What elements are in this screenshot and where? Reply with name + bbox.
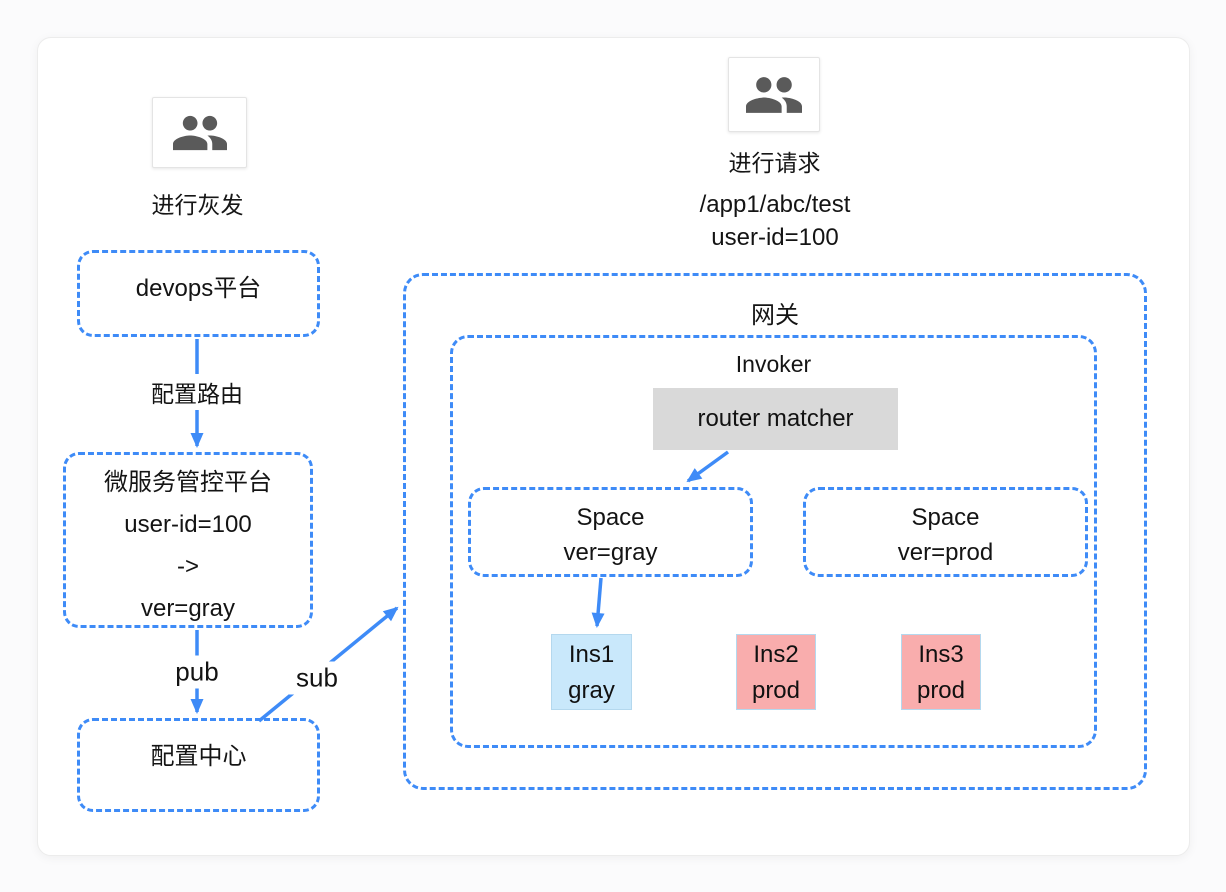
node-space-gray-title: Space [576, 504, 645, 531]
node-invoker: Invoker [450, 335, 1097, 748]
node-gateway-label: 网关 [751, 302, 799, 329]
node-instance-1-gray: Ins1 gray [551, 634, 632, 710]
edge-label-sub: sub [289, 661, 345, 695]
node-instance-2-prod: Ins2 prod [736, 634, 816, 710]
publisher-actor-card [152, 97, 247, 168]
node-instance-3-version: prod [916, 677, 966, 704]
node-router-matcher-label: router matcher [697, 405, 854, 432]
route-rule-target: ver=gray [140, 595, 236, 622]
request-path: /app1/abc/test [699, 191, 851, 218]
node-microservice-platform: 微服务管控平台 user-id=100 -> ver=gray [63, 452, 313, 628]
node-instance-3-name: Ins3 [918, 641, 964, 668]
node-microservice-platform-title: 微服务管控平台 [104, 469, 272, 496]
people-icon [172, 106, 227, 160]
node-instance-2-name: Ins2 [753, 641, 799, 668]
node-gateway: 网关 [403, 273, 1147, 790]
people-icon [746, 67, 802, 123]
request-user-id: user-id=100 [711, 224, 839, 251]
node-devops-platform-label: devops平台 [135, 275, 262, 302]
node-instance-1-version: gray [568, 677, 615, 704]
node-space-prod: Space ver=prod [803, 487, 1088, 577]
route-rule-condition: user-id=100 [124, 511, 252, 538]
requester-actor-card [728, 57, 820, 132]
node-router-matcher: router matcher [653, 388, 898, 450]
edge-label-configure-route: 配置路由 [144, 374, 250, 410]
node-devops-platform: devops平台 [77, 250, 320, 337]
route-rule-arrow: -> [176, 553, 199, 580]
node-config-center-label: 配置中心 [150, 743, 247, 770]
node-instance-1-name: Ins1 [568, 641, 615, 668]
requester-actor-label: 进行请求 [728, 150, 821, 176]
node-space-gray-version: ver=gray [563, 539, 658, 566]
node-space-prod-title: Space [911, 504, 980, 531]
node-instance-2-version: prod [751, 677, 801, 704]
edge-label-pub: pub [168, 655, 226, 689]
publisher-actor-label: 进行灰发 [151, 192, 244, 218]
node-instance-3-prod: Ins3 prod [901, 634, 981, 710]
request-info: /app1/abc/test user-id=100 [660, 188, 890, 254]
node-space-gray: Space ver=gray [468, 487, 753, 577]
node-space-prod-version: ver=prod [897, 539, 994, 566]
node-config-center: 配置中心 [77, 718, 320, 812]
node-invoker-label: Invoker [735, 351, 812, 377]
